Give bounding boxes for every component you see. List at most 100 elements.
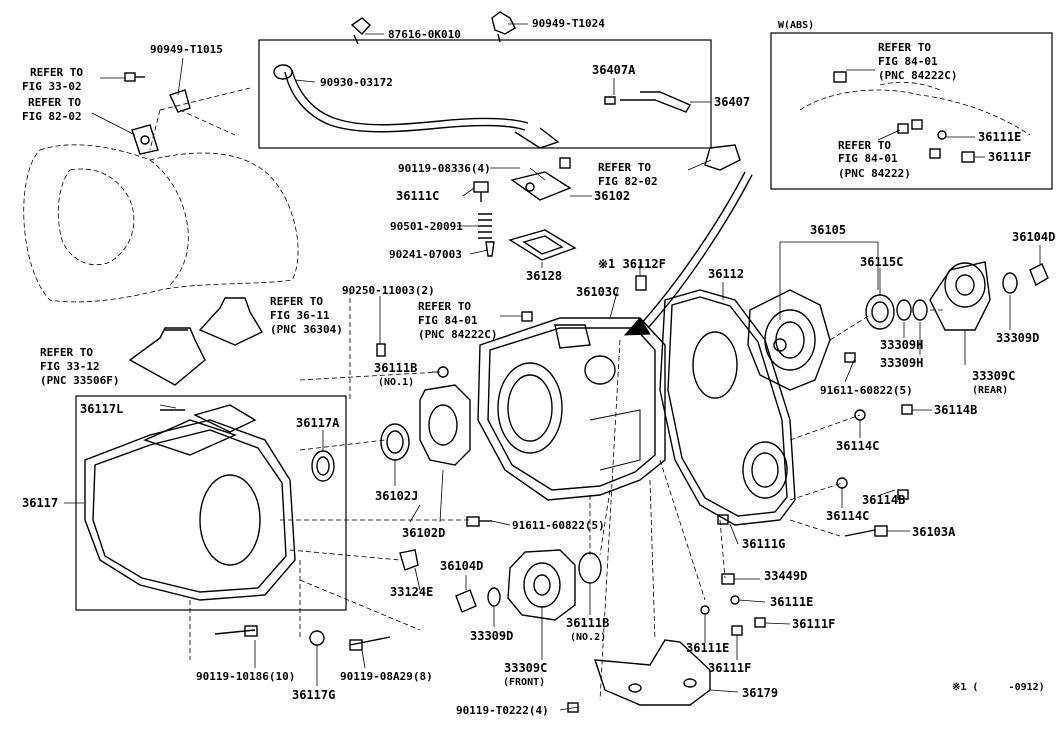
label-fig-33-12: FIG 33-12: [40, 360, 100, 373]
label-refer-to: REFER TO: [30, 66, 83, 79]
oil-seal-36102j: [380, 423, 410, 461]
label-90930-03172: 90930-03172: [320, 76, 393, 89]
label-refer-to: REFER TO: [418, 300, 471, 313]
label-pnc-36304: (PNC 36304): [270, 323, 343, 336]
label-no2: (NO.2): [570, 632, 606, 643]
label-refer-to: REFER TO: [40, 346, 93, 359]
hose-group-box: [258, 39, 712, 149]
label-36114c: 36114C: [826, 509, 869, 523]
breather-plug-36111c: [473, 181, 489, 202]
bolt-90949-t1015: [124, 72, 145, 82]
label-rear: (REAR): [972, 385, 1008, 396]
breather-hose: [273, 64, 691, 149]
transmission-case-outline: [23, 87, 299, 303]
flange-33309c-front: [507, 549, 576, 621]
label-front: (FRONT): [503, 677, 545, 688]
label-refer-to: REFER TO: [838, 139, 891, 152]
label-36117g: 36117G: [292, 688, 335, 702]
label-90949-t1015: 90949-T1015: [150, 43, 223, 56]
clamp-bracket-left: [131, 89, 191, 155]
flange-33309c-rear: [929, 261, 991, 331]
bracket-33124e: [399, 549, 419, 571]
label-90119-08a29: 90119-08A29(8): [340, 670, 433, 683]
label-36179: 36179: [742, 686, 778, 700]
label-36128: 36128: [526, 269, 562, 283]
label-fig-84-01: FIG 84-01: [878, 55, 938, 68]
seal-36111b-no2: [578, 552, 602, 584]
nut-36104d-front: [455, 589, 477, 613]
nut-36104d-rear: [1029, 263, 1049, 287]
label-36102j: 36102J: [375, 489, 418, 503]
bolts-small: [214, 311, 913, 713]
label-refer-to: REFER TO: [28, 96, 81, 109]
pin-90241: [485, 241, 495, 257]
label-90949-t1024: 90949-T1024: [532, 17, 605, 30]
clip-87616: [350, 17, 371, 45]
label-33449d: 33449D: [764, 569, 807, 583]
label-refer-to: REFER TO: [598, 161, 651, 174]
label-36111c: 36111C: [396, 189, 439, 203]
label-pnc-33506f: (PNC 33506F): [40, 374, 119, 387]
washer-33309h: [896, 299, 928, 321]
label-36111e: 36111E: [978, 130, 1021, 144]
cover-36102: [510, 157, 572, 201]
label-33309c: 33309C: [504, 661, 547, 675]
label-36112f: ※1 36112F: [598, 257, 666, 271]
bracket-36179: [593, 639, 711, 706]
label-90119-10186: 90119-10186(10): [196, 670, 295, 683]
abs-group-box: [770, 32, 1053, 190]
label-87616-0k010: 87616-0K010: [388, 28, 461, 41]
label-no1: (NO.1): [378, 377, 414, 388]
label-36407a: 36407A: [592, 63, 636, 77]
label-fig-82-02: FIG 82-02: [598, 175, 658, 188]
label-36102: 36102: [594, 189, 630, 203]
label-36114b: 36114B: [862, 493, 905, 507]
label-36111b: 36111B: [566, 616, 609, 630]
bracket-refer-82-02: [704, 144, 741, 171]
label-36103c: 36103C: [576, 285, 619, 299]
label-36104d: 36104D: [440, 559, 483, 573]
pin-90250: [376, 343, 386, 357]
label-90501-20091: 90501-20091: [390, 220, 463, 233]
footnote: ※1 ( -0912): [952, 682, 1045, 693]
label-36112: 36112: [708, 267, 744, 281]
abs-arrow: [623, 171, 753, 336]
label-36111f: 36111F: [708, 661, 751, 675]
label-36105: 36105: [810, 223, 846, 237]
part-labels: 90949-T1015 REFER TO FIG 33-02 REFER TO …: [22, 17, 1055, 717]
leader-lines: [64, 23, 1041, 711]
gasket-36128: [508, 229, 577, 261]
label-36407: 36407: [714, 95, 750, 109]
transfer-case-rear: [659, 289, 796, 526]
label-pnc-84222c: (PNC 84222C): [418, 328, 497, 341]
boot-refer-33-12: [128, 327, 206, 386]
label-fig-36-11: FIG 36-11: [270, 309, 330, 322]
label-33309d: 33309D: [470, 629, 513, 643]
label-36111e: 36111E: [770, 595, 813, 609]
label-36117a: 36117A: [296, 416, 340, 430]
rear-extension-36105: [747, 289, 831, 391]
label-33309h: 33309H: [880, 356, 923, 370]
label-36111b: 36111B: [374, 361, 417, 375]
label-36115c: 36115C: [860, 255, 903, 269]
label-36111e: 36111E: [686, 641, 729, 655]
label-36103a: 36103A: [912, 525, 956, 539]
label-36114c: 36114C: [836, 439, 879, 453]
label-36102d: 36102D: [402, 526, 445, 540]
oil-seal-36115c: [865, 294, 895, 330]
label-33309d: 33309D: [996, 331, 1039, 345]
label-refer-to: REFER TO: [878, 41, 931, 54]
label-36111f: 36111F: [988, 150, 1031, 164]
label-pnc-84222: (PNC 84222): [838, 167, 911, 180]
abs-sensor-area: [799, 71, 1031, 163]
label-90241-07003: 90241-07003: [389, 248, 462, 261]
seal-36117a: [311, 450, 335, 482]
label-33309h: 33309H: [880, 338, 923, 352]
spring-90501: [478, 213, 492, 239]
label-36104d: 36104D: [1012, 230, 1055, 244]
washer-33309d-rear: [1002, 272, 1018, 294]
sensor-36112f: [635, 275, 647, 291]
label-refer-to: REFER TO: [270, 295, 323, 308]
